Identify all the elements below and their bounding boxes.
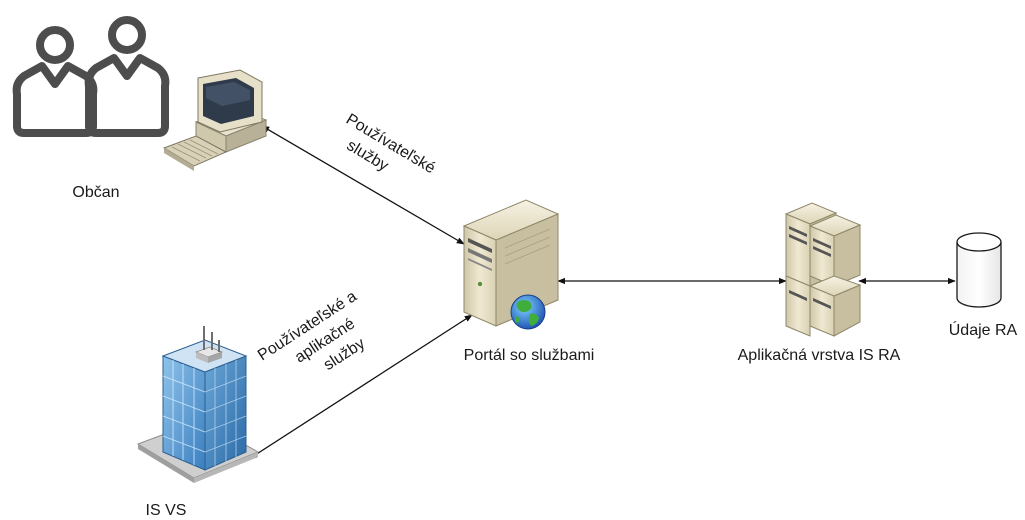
node-label-database: Údaje RA bbox=[949, 320, 1018, 339]
web-server-globe-icon bbox=[462, 199, 560, 330]
office-building-icon bbox=[136, 326, 260, 483]
connector-computer-portal bbox=[261, 125, 465, 245]
users-icon bbox=[12, 16, 170, 137]
server-cluster-icon bbox=[784, 202, 862, 337]
connector-building-portal bbox=[248, 314, 473, 460]
desktop-computer-icon bbox=[162, 69, 268, 171]
edge-label-user-app-services: Používateľské a aplikačné služby bbox=[255, 286, 388, 402]
node-label-application-layer: Aplikačná vrstva IS RA bbox=[738, 347, 901, 364]
node-label-obcan: Občan bbox=[72, 184, 119, 201]
edge-label-user-services: Používateľské služby bbox=[332, 111, 442, 199]
node-label-portal: Portál so službami bbox=[464, 347, 595, 364]
node-label-is-vs: IS VS bbox=[146, 502, 187, 519]
database-icon bbox=[956, 232, 1002, 308]
